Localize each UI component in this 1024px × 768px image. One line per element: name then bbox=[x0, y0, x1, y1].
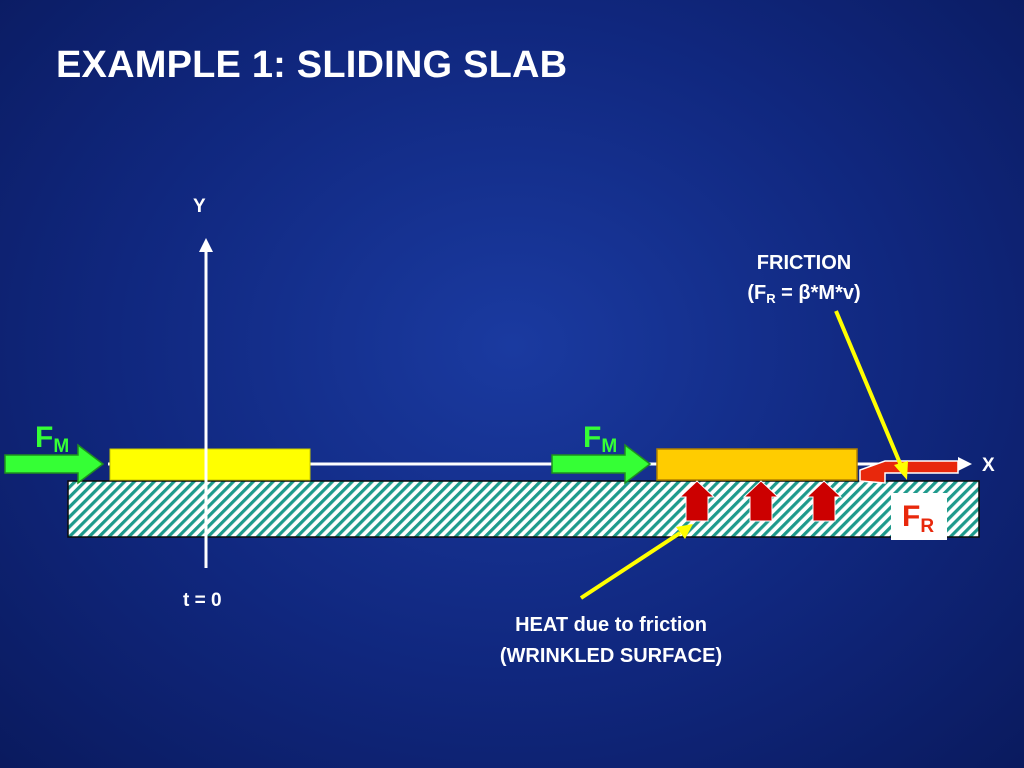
applied-force-arrow-initial bbox=[4, 443, 105, 485]
applied-force-label-moving: FM bbox=[583, 421, 617, 457]
heat-arrow-1 bbox=[678, 480, 716, 522]
y-axis-arrowhead bbox=[199, 238, 213, 252]
time-label: t = 0 bbox=[183, 590, 222, 611]
friction-note-line2: (FR = β*M*v) bbox=[747, 282, 860, 306]
resisting-force-label: FR bbox=[902, 500, 934, 537]
resisting-force-label-box bbox=[891, 493, 947, 540]
x-axis-arrowhead bbox=[958, 457, 972, 471]
page-title: EXAMPLE 1: SLIDING SLAB bbox=[56, 44, 568, 86]
heat-arrow-2 bbox=[742, 480, 780, 522]
heat-pointer-line bbox=[579, 531, 682, 600]
slab-moving bbox=[656, 448, 858, 481]
friction-pointer-arrowhead bbox=[894, 461, 908, 480]
friction-pointer-line bbox=[834, 310, 904, 469]
heat-note-line1: HEAT due to friction bbox=[515, 614, 707, 636]
friction-note-line1: FRICTION bbox=[757, 252, 851, 274]
heat-pointer-arrowhead bbox=[676, 524, 693, 539]
slab-initial bbox=[109, 448, 311, 481]
applied-force-label-initial: FM bbox=[35, 421, 69, 457]
applied-force-arrow-moving bbox=[551, 443, 652, 485]
x-axis-label: X bbox=[982, 455, 995, 476]
heat-arrow-3 bbox=[805, 480, 843, 522]
heat-note-line2: (WRINKLED SURFACE) bbox=[500, 645, 722, 667]
resisting-force-arrow bbox=[859, 460, 959, 484]
y-axis-label: Y bbox=[193, 196, 206, 217]
